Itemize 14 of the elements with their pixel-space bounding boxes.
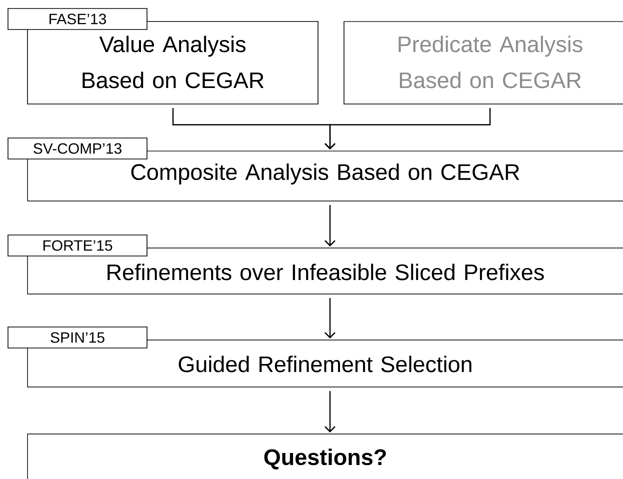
tag-label: FORTE’15 xyxy=(8,234,148,256)
node-label: Refinements over Infeasible Sliced Prefixes xyxy=(108,264,544,280)
tag-label: SV-COMP’13 xyxy=(8,138,148,160)
tag-label: SPIN’15 xyxy=(8,326,148,348)
node-label: Value Analysis Based on CEGAR xyxy=(82,36,264,88)
arrow xyxy=(324,391,336,432)
node-label: Guided Refinement Selection xyxy=(178,356,472,372)
tag-label: FASE’13 xyxy=(8,8,148,30)
arrow xyxy=(324,298,336,338)
node-label: Composite Analysis Based on CEGAR xyxy=(131,164,520,184)
arrow xyxy=(324,205,336,246)
node-label: Questions? xyxy=(264,448,386,470)
node-label: Predicate Analysis Based on CEGAR xyxy=(398,36,582,88)
arrow xyxy=(324,108,491,150)
